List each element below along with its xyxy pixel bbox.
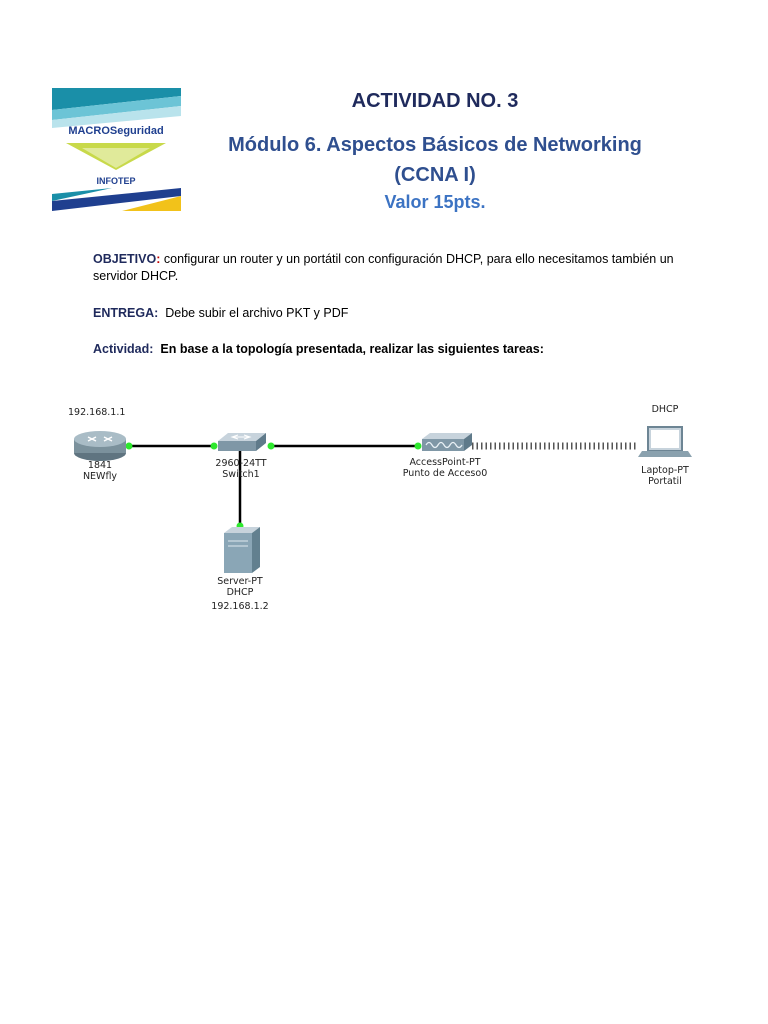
laptop-model-label: Laptop-PT — [641, 465, 689, 476]
objective-label: OBJETIVO: — [93, 252, 161, 266]
server-name-label: DHCP — [226, 587, 254, 598]
ap-model-label: AccessPoint-PT — [409, 457, 481, 468]
server-ip-label: 192.168.1.2 — [211, 601, 269, 612]
delivery-paragraph: ENTREGA: Debe subir el archivo PKT y PDF — [93, 305, 693, 322]
macroseguridad-infotep-logo: MACROSeguridad INFOTEP — [52, 88, 181, 211]
laptop-dhcp-tag: DHCP — [651, 404, 679, 415]
server-icon[interactable] — [224, 527, 260, 573]
activity-text: En base a la topología presentada, reali… — [153, 342, 544, 356]
module-title-line1: Módulo 6. Aspectos Básicos de Networking — [228, 134, 642, 156]
activity-title: ACTIVIDAD NO. 3 — [351, 90, 519, 112]
link-light — [210, 442, 218, 450]
router-name-label: NEWfly — [82, 471, 118, 482]
router-icon[interactable] — [74, 431, 126, 461]
objective-text: configurar un router y un portátil con c… — [93, 252, 674, 283]
logo-brand-top: MACROSeguridad — [68, 125, 163, 137]
link-light — [414, 442, 422, 450]
ap-name-label: Punto de Acceso0 — [402, 468, 488, 479]
value-points: Valor 15pts. — [384, 192, 486, 212]
activity-paragraph: Actividad: En base a la topología presen… — [93, 341, 693, 358]
link-light — [125, 442, 133, 450]
activity-label: Actividad: — [93, 342, 154, 356]
switch-icon[interactable] — [218, 433, 266, 451]
access-point-icon[interactable] — [422, 433, 472, 451]
module-title: Módulo 6. Aspectos Básicos de Networking… — [200, 130, 670, 190]
laptop-name-label: Portatil — [648, 476, 682, 487]
server-model-label: Server-PT — [217, 576, 263, 587]
objective-paragraph: OBJETIVO: configurar un router y un port… — [93, 251, 693, 285]
router-model-label: 1841 — [87, 460, 113, 471]
switch-name-label: Switch1 — [222, 469, 260, 480]
delivery-text: Debe subir el archivo PKT y PDF — [158, 306, 349, 320]
delivery-label: ENTREGA: — [93, 306, 159, 320]
laptop-icon[interactable] — [638, 426, 692, 457]
link-light — [267, 442, 275, 450]
module-title-line2: (CCNA I) — [394, 164, 476, 186]
router-ip-label: 192.168.1.1 — [68, 407, 126, 418]
network-topology-diagram: 192.168.1.1 1841 NEWfly 2960-24TT Switch… — [60, 395, 710, 630]
logo-brand-bottom: INFOTEP — [96, 176, 135, 186]
switch-model-label: 2960-24TT — [215, 458, 267, 469]
